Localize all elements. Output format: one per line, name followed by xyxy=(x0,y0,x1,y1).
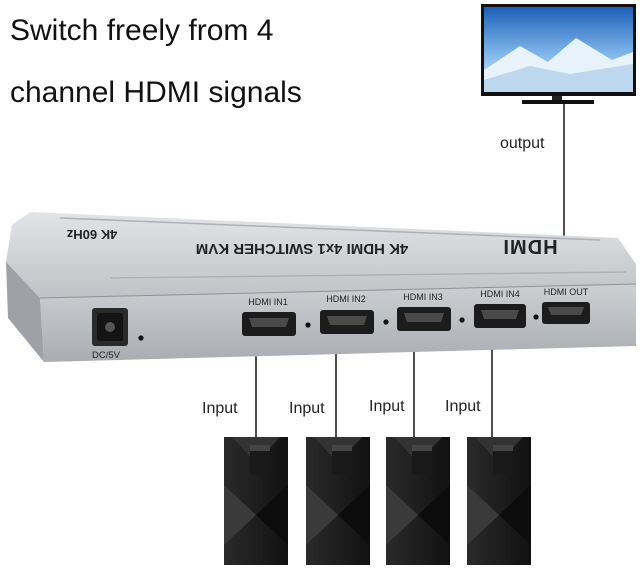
input-label-3: Input xyxy=(369,398,405,415)
hdmi-port-in2 xyxy=(320,310,374,334)
hdmi-port-in1 xyxy=(242,312,296,336)
hdmi-port-in3 xyxy=(397,307,451,331)
top-groove-front xyxy=(109,271,627,279)
monitor xyxy=(481,4,636,104)
port-label-in2: HDMI IN2 xyxy=(326,294,366,304)
power-jack-pin xyxy=(105,322,115,332)
monitor-neck xyxy=(552,96,562,100)
port-label-out: HDMI OUT xyxy=(544,287,589,297)
device-title: 4K HDMI 4x1 SWITCHER KVM xyxy=(196,240,409,257)
computer-3 xyxy=(386,437,450,565)
computer-4 xyxy=(467,437,531,565)
top-groove-back xyxy=(59,217,601,241)
output-label: output xyxy=(500,135,545,152)
port-label-in1: HDMI IN1 xyxy=(248,297,288,307)
headline-line-1: Switch freely from 4 xyxy=(10,14,274,47)
input-label-1: Input xyxy=(202,400,238,417)
led-in2 xyxy=(383,319,389,325)
headline-line-2: channel HDMI signals xyxy=(10,76,302,109)
led-in3 xyxy=(459,317,465,323)
input-label-2: Input xyxy=(289,400,325,417)
computer-2 xyxy=(306,437,370,565)
hdmi-port-out xyxy=(542,302,590,324)
hdmi-logo: HDMI xyxy=(502,235,557,257)
computer-1 xyxy=(224,437,288,565)
led-in1 xyxy=(305,322,311,328)
device-left-side xyxy=(6,262,44,362)
input-label-4: Input xyxy=(445,398,481,415)
hdmi-port-in4 xyxy=(474,304,526,328)
port-label-in3: HDMI IN3 xyxy=(403,292,443,302)
power-led xyxy=(138,335,144,341)
power-label: DC/5V xyxy=(92,350,121,361)
device-top-face xyxy=(6,212,636,298)
monitor-stand xyxy=(522,100,594,104)
hdmi-switcher-device: 4K HDMI 4x1 SWITCHER KVM 4K 60Hz HDMI DC… xyxy=(6,212,637,362)
device-subtitle: 4K 60Hz xyxy=(66,227,117,242)
led-in4 xyxy=(533,314,539,320)
port-label-in4: HDMI IN4 xyxy=(480,289,520,299)
